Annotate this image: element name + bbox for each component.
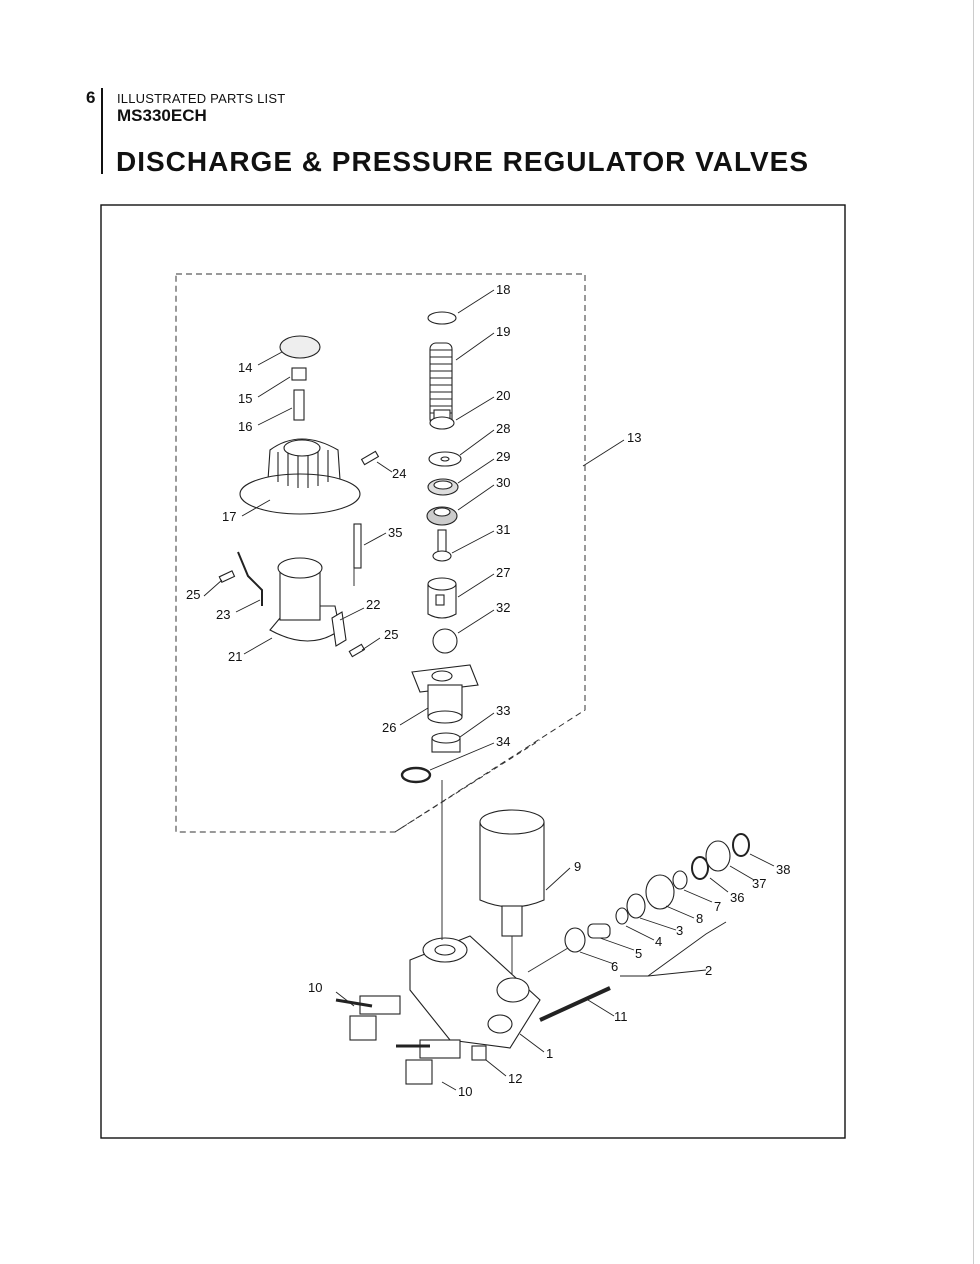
assembly-boundary — [175, 273, 586, 833]
part-25-screw-a — [218, 570, 236, 583]
callout-26: 26 — [382, 720, 396, 735]
part-34-oring — [400, 766, 432, 784]
model-label: MS330ECH — [117, 106, 207, 125]
callout-1: 1 — [546, 1046, 553, 1061]
header-divider — [101, 88, 103, 174]
part-10-valve-lower — [396, 1039, 461, 1085]
part-7-washer — [672, 870, 688, 890]
part-9-accumulator — [479, 809, 545, 937]
callout-31: 31 — [496, 522, 510, 537]
callout-36: 36 — [730, 890, 744, 905]
callout-32: 32 — [496, 600, 510, 615]
callout-9: 9 — [574, 859, 581, 874]
page-title: DISCHARGE & PRESSURE REGULATOR VALVES — [116, 146, 810, 177]
callout-6: 6 — [611, 959, 618, 974]
part-30-seal — [426, 506, 458, 526]
part-37-plug — [705, 840, 731, 872]
callout-25-upper: 25 — [186, 587, 200, 602]
callout-10-upper: 10 — [308, 980, 322, 995]
callout-8: 8 — [696, 911, 703, 926]
callout-25-lower: 25 — [384, 627, 398, 642]
callout-28: 28 — [496, 421, 510, 436]
part-11-rod — [539, 986, 611, 1022]
callout-10-lower: 10 — [458, 1084, 472, 1099]
part-26-valve-body — [411, 664, 479, 724]
callout-22: 22 — [366, 597, 380, 612]
part-33-bushing — [431, 732, 461, 753]
part-22-bracket — [331, 611, 347, 647]
callout-38: 38 — [776, 862, 790, 877]
part-38-oring — [732, 833, 750, 857]
diagram-frame — [100, 204, 846, 1139]
callout-19: 19 — [496, 324, 510, 339]
callout-14: 14 — [238, 360, 252, 375]
callout-18: 18 — [496, 282, 510, 297]
callout-5: 5 — [635, 946, 642, 961]
callout-34: 34 — [496, 734, 510, 749]
callout-4: 4 — [655, 934, 662, 949]
callout-35: 35 — [388, 525, 402, 540]
part-20-seat — [429, 409, 455, 430]
part-18-cap — [427, 311, 457, 325]
part-17-knob — [239, 438, 361, 515]
part-16-screw — [293, 389, 305, 421]
callout-11: 11 — [614, 1009, 628, 1024]
part-12-plug — [471, 1045, 487, 1061]
callout-13: 13 — [627, 430, 641, 445]
callout-12: 12 — [508, 1071, 522, 1086]
callout-30: 30 — [496, 475, 510, 490]
part-27-cage — [427, 577, 457, 619]
part-31-piston — [432, 529, 452, 562]
callout-23: 23 — [216, 607, 230, 622]
callout-15: 15 — [238, 391, 252, 406]
part-15-nut — [291, 367, 307, 381]
callout-27: 27 — [496, 565, 510, 580]
callout-37: 37 — [752, 876, 766, 891]
callout-3: 3 — [676, 923, 683, 938]
part-14-cap — [279, 335, 321, 359]
callout-21: 21 — [228, 649, 242, 664]
callout-20: 20 — [496, 388, 510, 403]
page-edge — [973, 0, 974, 1264]
callout-7: 7 — [714, 899, 721, 914]
part-36-oring — [691, 856, 709, 880]
part-1-manifold — [409, 935, 541, 1049]
boundary-leader — [394, 739, 541, 833]
part-32-ball — [432, 628, 458, 654]
callout-labels: 18 19 20 28 29 30 31 27 32 33 34 13 14 1… — [186, 282, 790, 1099]
part-35-bolt — [353, 523, 362, 569]
part-10-valve-upper — [335, 995, 401, 1041]
series-label: ILLUSTRATED PARTS LIST — [117, 91, 286, 106]
callout-33: 33 — [496, 703, 510, 718]
page-number: 6 — [86, 88, 96, 107]
part-25-screw-b — [348, 643, 366, 658]
callout-24: 24 — [392, 466, 406, 481]
axis-line-stack — [527, 947, 569, 973]
callout-2: 2 — [705, 963, 712, 978]
part-8-nut — [645, 874, 675, 910]
callout-17: 17 — [222, 509, 236, 524]
part-4-seat — [615, 907, 629, 925]
callout-29: 29 — [496, 449, 510, 464]
part-24-screw — [360, 450, 380, 466]
part-5-spring — [587, 923, 611, 939]
part-3-cone — [626, 893, 646, 919]
part-23-lever — [237, 551, 263, 606]
callout-16: 16 — [238, 419, 252, 434]
part-6-fitting — [564, 927, 586, 953]
part-21-body — [269, 557, 341, 642]
